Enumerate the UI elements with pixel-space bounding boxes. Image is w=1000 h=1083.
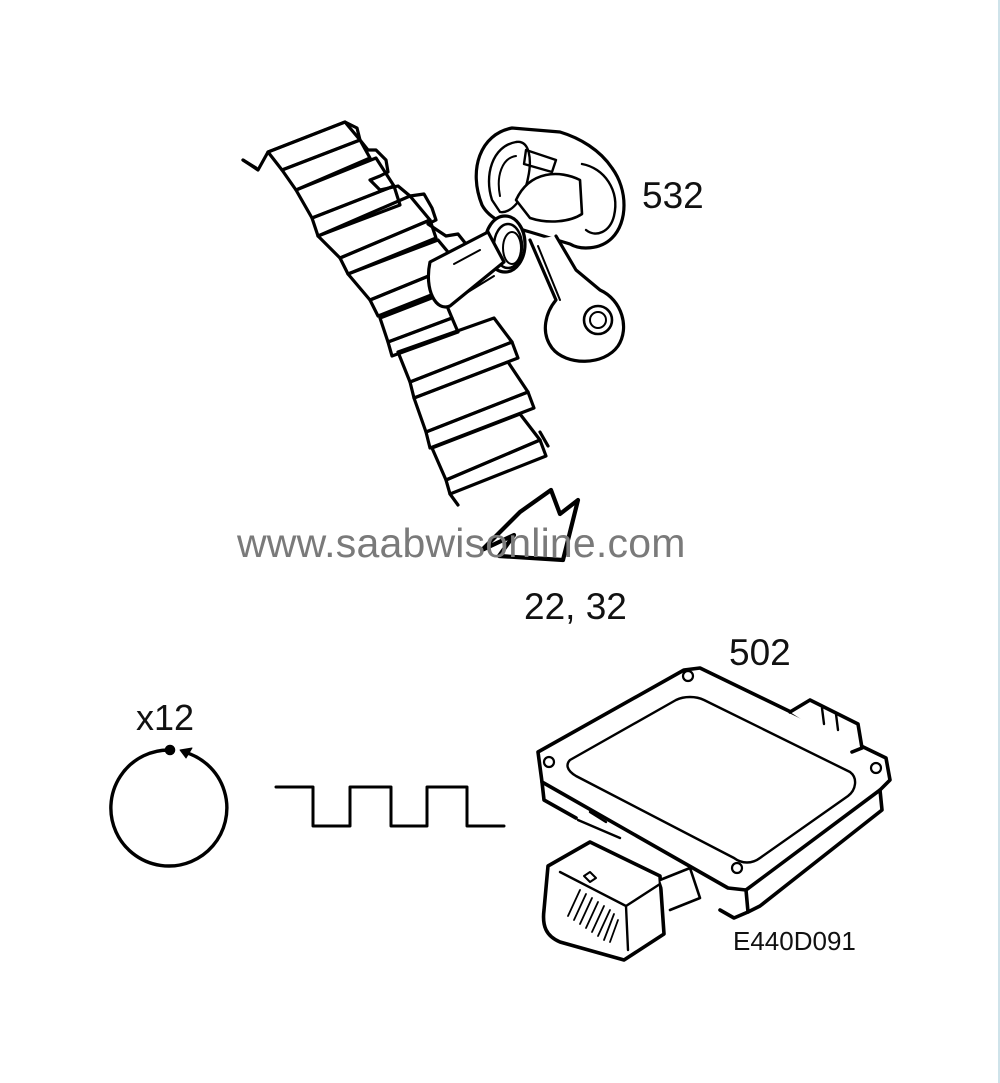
callout-pins: 22, 32 (524, 586, 627, 627)
callout-sensor-532: 532 (642, 175, 704, 216)
toothed-wheel-drawing (241, 120, 550, 507)
callout-pulse-count: x12 (136, 697, 195, 738)
square-wave-icon (274, 785, 506, 828)
control-module-502-drawing (536, 666, 892, 962)
direction-arrow-icon (479, 487, 581, 563)
page-edge-line (998, 0, 1000, 1083)
callout-module-502: 502 (729, 632, 791, 673)
rotation-circle-icon (109, 744, 229, 868)
watermark-text: www.saabwisonline.com (237, 520, 686, 566)
sensor-532-drawing (426, 126, 626, 363)
figure-id: E440D091 (733, 926, 856, 956)
